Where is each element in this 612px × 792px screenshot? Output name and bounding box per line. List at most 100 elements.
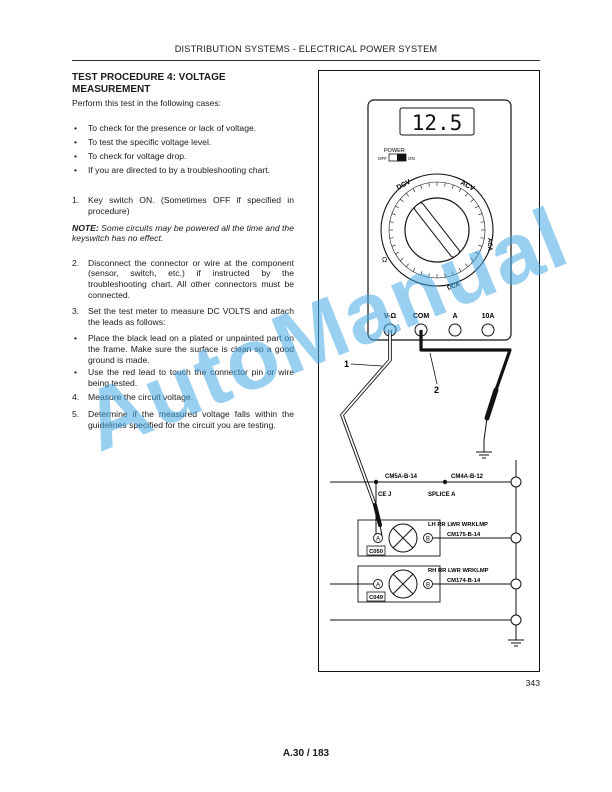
- lamp1-filament: [392, 527, 414, 549]
- dial-tick: [478, 213, 483, 216]
- lamp1-wire-label: CM175-B-14: [447, 532, 481, 538]
- lamp1-pin-b-label: B: [426, 537, 430, 543]
- lead-list: Place the black lead on a plated or unpa…: [72, 333, 294, 388]
- dial-tick: [400, 198, 404, 202]
- dial-tick: [391, 213, 396, 216]
- dial-tick: [395, 251, 400, 255]
- red-test-lead-inner: [341, 330, 391, 506]
- dial-tick: [405, 263, 409, 267]
- dial-tick: [458, 267, 462, 272]
- figure-number: 343: [525, 678, 540, 688]
- case-item: To test the specific voltage level.: [72, 137, 294, 148]
- jack-a[interactable]: [448, 323, 462, 337]
- jack-label-v-ohm: V-Ω: [384, 313, 397, 320]
- case-item: To check for voltage drop.: [72, 151, 294, 162]
- power-label: POWER: [384, 148, 405, 154]
- jack-label-com: COM: [413, 313, 430, 320]
- dial-tick: [478, 244, 483, 247]
- power-switch-knob: [397, 154, 406, 161]
- dial-tick: [395, 205, 400, 209]
- dial-tick: [444, 273, 446, 278]
- lamp2-wire-label: CM174-B-14: [447, 578, 481, 584]
- case-item: If you are directed to by a troubleshoot…: [72, 165, 294, 176]
- dial-tick: [465, 263, 469, 267]
- procedure-text: TEST PROCEDURE 4: VOLTAGE MEASUREMENT Pe…: [72, 72, 294, 436]
- lamp2-connector: C049: [369, 595, 384, 601]
- display-reading: 12.5: [412, 111, 463, 135]
- jack-label-10a: 10A: [482, 313, 495, 320]
- wire-label-cm4a: CM4A-B-12: [451, 474, 484, 480]
- step-text: Disconnect the connector or wire at the …: [88, 257, 294, 300]
- dial-label-aca: ACA: [486, 238, 492, 252]
- wire-label-cm5a: CM5A-B-14: [385, 474, 418, 480]
- lead-item: Use the red lead to touch the connector …: [72, 367, 294, 388]
- black-test-lead: [419, 330, 512, 391]
- dial-tick: [400, 258, 404, 262]
- step-text: Set the test meter to measure DC VOLTS a…: [88, 306, 294, 327]
- dial-tick: [412, 188, 416, 193]
- jack-10a[interactable]: [481, 323, 495, 337]
- splice-j-label: CE J: [378, 492, 391, 498]
- dial-pointer: [414, 202, 460, 258]
- black-probe[interactable]: [484, 387, 499, 421]
- dial-tick: [480, 237, 485, 239]
- step-2: 2. Disconnect the connector or wire at t…: [72, 258, 294, 300]
- step-1: 1. Key switch ON. (Sometimes OFF if spec…: [72, 195, 294, 216]
- power-on-label: ON: [408, 156, 415, 161]
- lamp1-connector: C050: [369, 549, 383, 555]
- dial-tick: [480, 221, 485, 223]
- step-text: Measure the circuit voltage.: [88, 392, 194, 403]
- dial-tick: [465, 193, 469, 197]
- terminal-1: [510, 476, 522, 488]
- lamp2-pin-a: [373, 579, 383, 589]
- dial-tick: [389, 221, 394, 223]
- step-text: Key switch ON. (Sometimes OFF if specifi…: [88, 195, 294, 217]
- terminal-4: [510, 614, 522, 626]
- dial-tick: [405, 193, 409, 197]
- note: NOTE: Some circuits may be powered all t…: [72, 223, 294, 244]
- lamp1-pin-b: [423, 533, 433, 543]
- jack-label-a: A: [452, 313, 457, 320]
- step-number: 5.: [72, 408, 80, 419]
- dial-label-dca: DCA: [447, 282, 462, 292]
- dial-tick: [428, 182, 430, 187]
- step-5: 5. Determine if the measured voltage fal…: [72, 409, 294, 430]
- dial-tick: [428, 273, 430, 278]
- dial-tick: [451, 271, 454, 276]
- dial-tick: [474, 251, 479, 255]
- terminal-2: [510, 532, 522, 544]
- terminal-3: [510, 578, 522, 590]
- callout-2-leader: [429, 352, 438, 385]
- dial-tick: [470, 198, 474, 202]
- lamp2-name: RH RR LWR WRKLMP: [428, 568, 489, 574]
- case-list: To check for the presence or lack of vol…: [72, 123, 294, 176]
- case-item: To check for the presence or lack of vol…: [72, 123, 294, 134]
- page-header: DISTRIBUTION SYSTEMS - ELECTRICAL POWER …: [174, 44, 438, 54]
- step-number: 4.: [72, 392, 80, 403]
- black-probe-tip: [483, 417, 488, 441]
- dial-tick: [420, 271, 423, 276]
- dial-tick: [451, 184, 454, 189]
- lamp1-pin-a-label: A: [376, 537, 380, 543]
- dial-tick: [474, 205, 479, 209]
- step-3: 3. Set the test meter to measure DC VOLT…: [72, 306, 294, 327]
- lamp1-name: LH RR LWR WRKLMP: [428, 522, 488, 528]
- lamp2-pin-b: [423, 579, 433, 589]
- note-text: Some circuits may be powered all the tim…: [72, 222, 294, 244]
- lamp2-pin-a-label: A: [376, 583, 380, 589]
- figure-frame: [318, 70, 540, 672]
- dial-tick: [391, 244, 396, 247]
- power-off-label: OFF: [378, 156, 387, 161]
- procedure-intro: Perform this test in the following cases…: [72, 98, 222, 108]
- dial-label-ohm: Ω: [382, 257, 387, 264]
- lamp2-pin-b-label: B: [426, 583, 430, 589]
- dial-tick: [420, 184, 423, 189]
- lamp1-connector-box: [366, 545, 386, 556]
- meter-display: [399, 107, 475, 136]
- callout-1: 1: [344, 359, 349, 369]
- dial-tick: [412, 267, 416, 272]
- step-text: Determine if the measured voltage falls …: [88, 408, 294, 430]
- callout-1-leader: [350, 363, 383, 367]
- splice-a-dot: [442, 479, 448, 485]
